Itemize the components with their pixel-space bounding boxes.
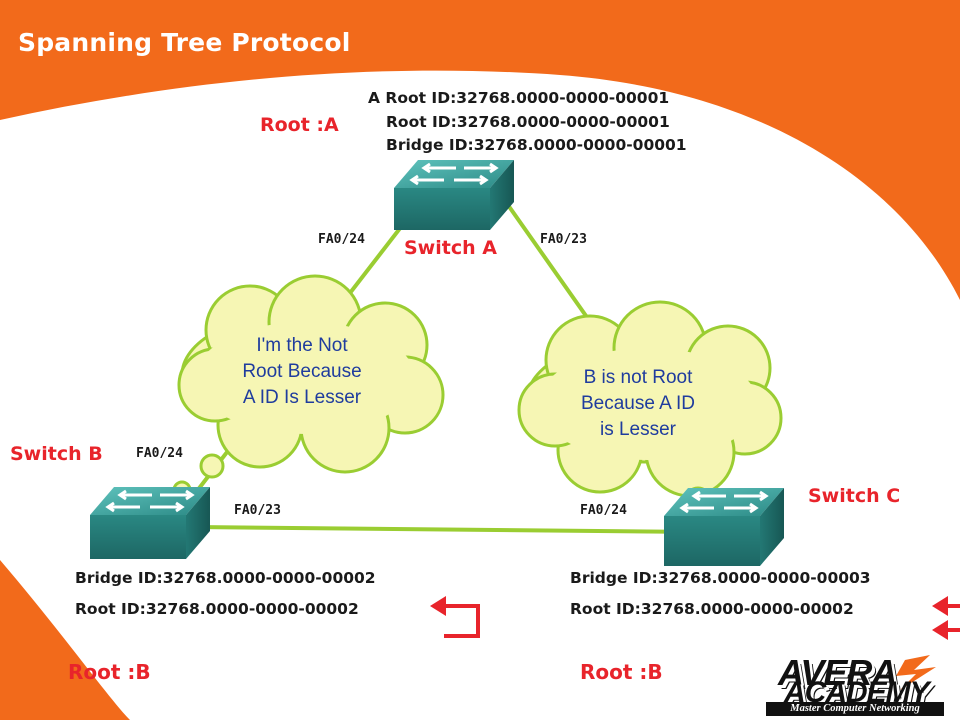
logo-bolt-icon [896, 655, 936, 690]
switch-b-port-right: FA0/23 [234, 503, 281, 518]
cloud-left-line-1: I'm the Not [256, 335, 348, 356]
cloud-left [154, 274, 445, 516]
switch-a-root-label: Root :A [260, 114, 339, 136]
orange-bottom-band [0, 560, 130, 720]
cloud-right-text: B is not Root Because A ID is Lesser [548, 365, 728, 443]
switch-a-port-left: FA0/24 [318, 232, 365, 247]
switch-b-root-id: Root ID:32768.0000-0000-00002 [75, 600, 359, 618]
avera-academy-logo: AVERA ACADEMY Master Computer Networking [762, 650, 952, 716]
switch-c-root-label: Root :B [580, 660, 663, 684]
switch-c-label: Switch C [808, 485, 901, 507]
switch-b-root-label: Root :B [68, 660, 151, 684]
orange-swoosh [0, 0, 960, 300]
switch-a-icon [394, 160, 514, 230]
switch-c-bridge-id: Bridge ID:32768.0000-0000-00003 [570, 569, 871, 587]
switch-a-root-id-1: A Root ID:32768.0000-0000-00001 [368, 89, 670, 107]
cloud-right-line-1: B is not Root [583, 367, 693, 388]
cloud-left-line-3: A ID Is Lesser [242, 387, 362, 408]
switch-b-icon [90, 487, 210, 559]
arrow-c-icon [932, 596, 960, 640]
switch-a-port-right: FA0/23 [540, 232, 587, 247]
cloud-left-text: I'm the Not Root Because A ID Is Lesser [212, 333, 392, 411]
logo-line-1: AVERA [778, 652, 897, 693]
switch-c-port-left: FA0/24 [580, 503, 627, 518]
cloud-right [517, 300, 783, 536]
arrow-b-icon [430, 596, 480, 638]
cloud-right-line-3: is Lesser [599, 419, 677, 440]
switch-b-label: Switch B [10, 443, 103, 465]
switch-a-root-id-2: Root ID:32768.0000-0000-00001 [386, 113, 670, 131]
cloud-right-line-2: Because A ID [580, 393, 696, 414]
logo-tagline: Master Computer Networking [766, 702, 944, 716]
link-b-c [194, 525, 701, 534]
slide-title: Spanning Tree Protocol [18, 28, 351, 57]
switch-c-icon [664, 488, 784, 566]
cloud-left-line-2: Root Because [242, 361, 362, 382]
switch-b-bridge-id: Bridge ID:32768.0000-0000-00002 [75, 569, 376, 587]
switch-b-port-top: FA0/24 [136, 446, 183, 461]
switch-a-bridge-id: Bridge ID:32768.0000-0000-00001 [386, 136, 687, 154]
switch-a-label: Switch A [404, 237, 497, 259]
switch-c-root-id: Root ID:32768.0000-0000-00002 [570, 600, 854, 618]
